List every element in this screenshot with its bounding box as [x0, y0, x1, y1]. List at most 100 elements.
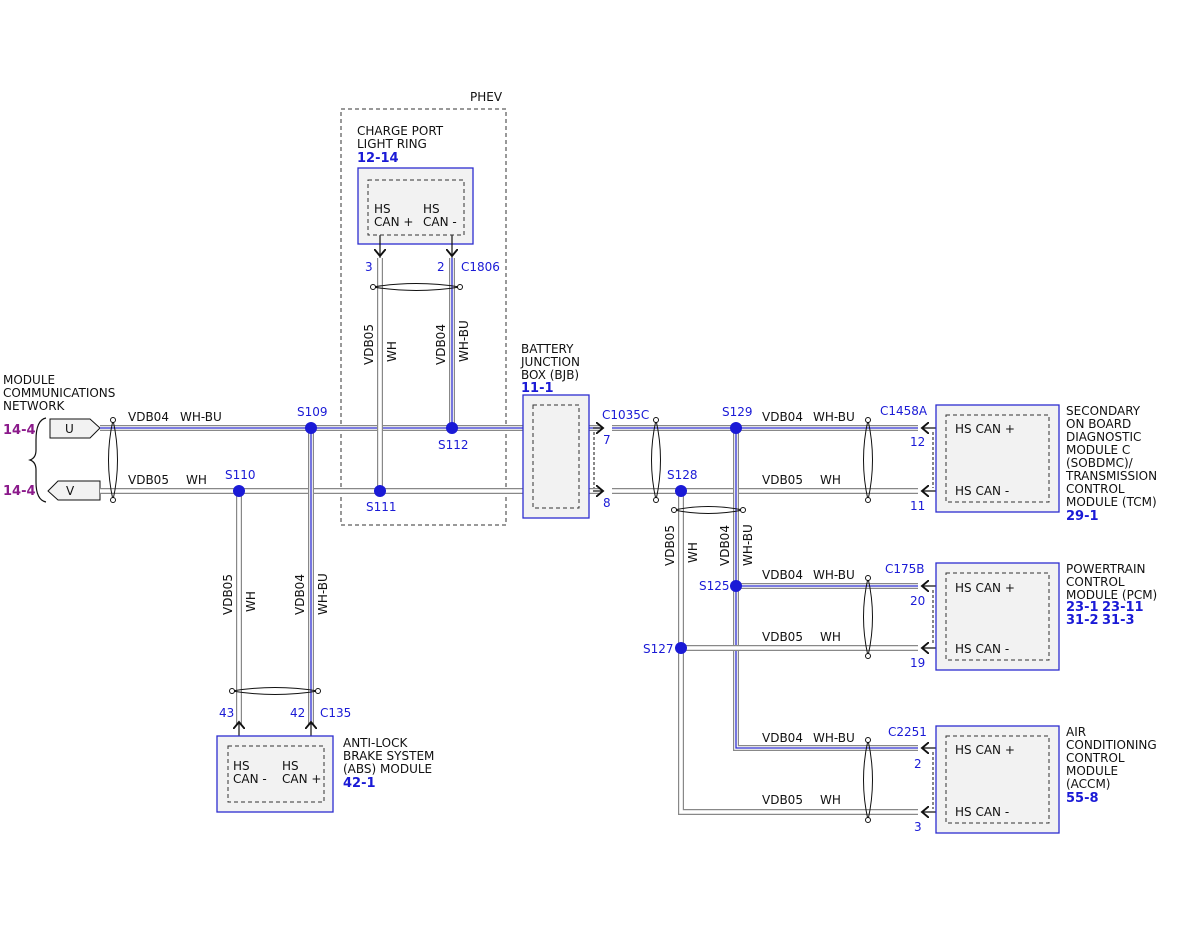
svg-text:(SOBDMC)/: (SOBDMC)/ [1066, 456, 1134, 470]
network-ref-v[interactable]: 14-4 [3, 484, 36, 499]
bjb-title-line2: JUNCTION [520, 355, 580, 369]
pcm-pin20: 20 [910, 594, 925, 608]
splice-s125[interactable] [730, 580, 742, 592]
splice-s127[interactable] [675, 642, 687, 654]
pcm-title-line3: MODULE (PCM) [1066, 588, 1157, 602]
pcm-wire-top-color: WH-BU [813, 568, 855, 582]
accm-wire-bottom-color: WH [820, 793, 841, 807]
splice-s110-label: S110 [225, 468, 256, 482]
splice-s109-label: S109 [297, 405, 328, 419]
abs-pin-right-top: HS [282, 759, 299, 773]
abs-connector-c135[interactable]: C135 [320, 706, 351, 720]
right-twists [863, 417, 873, 823]
phev-pin3: 3 [365, 260, 373, 274]
svg-text:ON BOARD: ON BOARD [1066, 417, 1131, 431]
abs-wire-a-code: VDB05 [221, 574, 235, 615]
right-vertical-b-code: VDB04 [718, 525, 732, 566]
pcm-ref-3[interactable]: 31-2 [1066, 613, 1099, 628]
abs-pin43: 43 [219, 706, 234, 720]
network-title-line1: MODULE [3, 373, 55, 387]
splice-s111[interactable] [374, 485, 386, 497]
sob-can-plus: HS CAN + [955, 422, 1015, 436]
phev-wire-b-code: VDB04 [434, 324, 448, 365]
phev-pin-left-top: HS [374, 202, 391, 216]
accm-ref[interactable]: 55-8 [1066, 791, 1099, 806]
accm-wire-top-code: VDB04 [762, 731, 803, 745]
accm-connector-c2251[interactable]: C2251 [888, 725, 927, 739]
bjb-ref[interactable]: 11-1 [521, 381, 554, 396]
accm-title-line5: (ACCM) [1066, 777, 1110, 791]
right-vertical-a-color: WH [686, 542, 700, 563]
splice-s129[interactable] [730, 422, 742, 434]
phev-boundary [340, 108, 507, 526]
right-vertical-a-code: VDB05 [663, 525, 677, 566]
splice-s125-label: S125 [699, 579, 730, 593]
splice-s129-label: S129 [722, 405, 753, 419]
sobdmc-title: SECONDARY ON BOARD DIAGNOSTIC MODULE C (… [1065, 404, 1157, 509]
splice-s112[interactable] [446, 422, 458, 434]
splice-s110[interactable] [233, 485, 245, 497]
phev-wire-a-code: VDB05 [362, 324, 376, 365]
svg-text:MODULE C: MODULE C [1066, 443, 1130, 457]
pcm-wire-top-code: VDB04 [762, 568, 803, 582]
sob-connector-c1458a[interactable]: C1458A [880, 404, 928, 418]
bjb-pin8: 8 [603, 496, 611, 510]
accm-inner [945, 735, 1050, 824]
network-title-line3: NETWORK [3, 399, 66, 413]
phev-module-title-line2: LIGHT RING [357, 137, 427, 151]
phev-connector-c1806[interactable]: C1806 [461, 260, 500, 274]
sob-wire-top-color: WH-BU [813, 410, 855, 424]
right-vertical-b-color: WH-BU [741, 524, 755, 566]
pcm-connector-c175b[interactable]: C175B [885, 562, 925, 576]
accm-wire-bottom-code: VDB05 [762, 793, 803, 807]
phev-module-title-line1: CHARGE PORT [357, 124, 444, 138]
bjb-pin7: 7 [603, 433, 611, 447]
bjb-title-line1: BATTERY [521, 342, 574, 356]
phev-wire-a-color: WH [385, 341, 399, 362]
abs-pin-right-bottom: CAN + [282, 772, 321, 786]
abs-title-line1: ANTI-LOCK [343, 736, 408, 750]
abs-wire-a-color: WH [244, 591, 258, 612]
svg-text:CONTROL: CONTROL [1066, 482, 1125, 496]
accm-title-line1: AIR [1066, 725, 1086, 739]
twist-left-b [108, 419, 114, 501]
sobdmc-ref[interactable]: 29-1 [1066, 509, 1099, 524]
bjb-connector-c1035c[interactable]: C1035C [602, 408, 649, 422]
splice-s128-label: S128 [667, 468, 698, 482]
splice-s111-label: S111 [366, 500, 397, 514]
abs-pin42: 42 [290, 706, 305, 720]
phev-wire-b-color: WH-BU [457, 320, 471, 362]
network-ref-u[interactable]: 14-4 [3, 423, 36, 438]
abs-wire-b-code: VDB04 [293, 574, 307, 615]
wire-label-top-code: VDB04 [128, 410, 169, 424]
pcm-title-line2: CONTROL [1066, 575, 1125, 589]
accm-can-minus: HS CAN - [955, 805, 1009, 819]
sob-can-minus: HS CAN - [955, 484, 1009, 498]
pcm-ref-2[interactable]: 23-11 [1102, 600, 1144, 615]
svg-text:DIAGNOSTIC: DIAGNOSTIC [1066, 430, 1141, 444]
accm-title-line2: CONDITIONING [1066, 738, 1157, 752]
phev-module-ref[interactable]: 12-14 [357, 151, 399, 166]
pcm-ref-1[interactable]: 23-1 [1066, 600, 1099, 615]
charge-port-inner [367, 179, 465, 236]
pcm-wire-bottom-code: VDB05 [762, 630, 803, 644]
pcm-ref-4[interactable]: 31-3 [1102, 613, 1135, 628]
sob-wire-top-code: VDB04 [762, 410, 803, 424]
svg-text:SECONDARY: SECONDARY [1066, 404, 1141, 418]
wire-label-bottom-code: VDB05 [128, 473, 169, 487]
accm-wire-top-color: WH-BU [813, 731, 855, 745]
accm-pin2: 2 [914, 757, 922, 771]
bjb-title-line3: BOX (BJB) [521, 368, 579, 382]
abs-title-line2: BRAKE SYSTEM [343, 749, 434, 763]
splice-s128[interactable] [675, 485, 687, 497]
accm-can-plus: HS CAN + [955, 743, 1015, 757]
pcm-can-minus: HS CAN - [955, 642, 1009, 656]
accm-title-line4: MODULE [1066, 764, 1118, 778]
splice-s127-label: S127 [643, 642, 674, 656]
sob-wire-bottom-code: VDB05 [762, 473, 803, 487]
splice-s109[interactable] [305, 422, 317, 434]
right-vertical-vdb05 [678, 491, 918, 815]
svg-text:TRANSMISSION: TRANSMISSION [1065, 469, 1157, 483]
abs-ref[interactable]: 42-1 [343, 776, 376, 791]
